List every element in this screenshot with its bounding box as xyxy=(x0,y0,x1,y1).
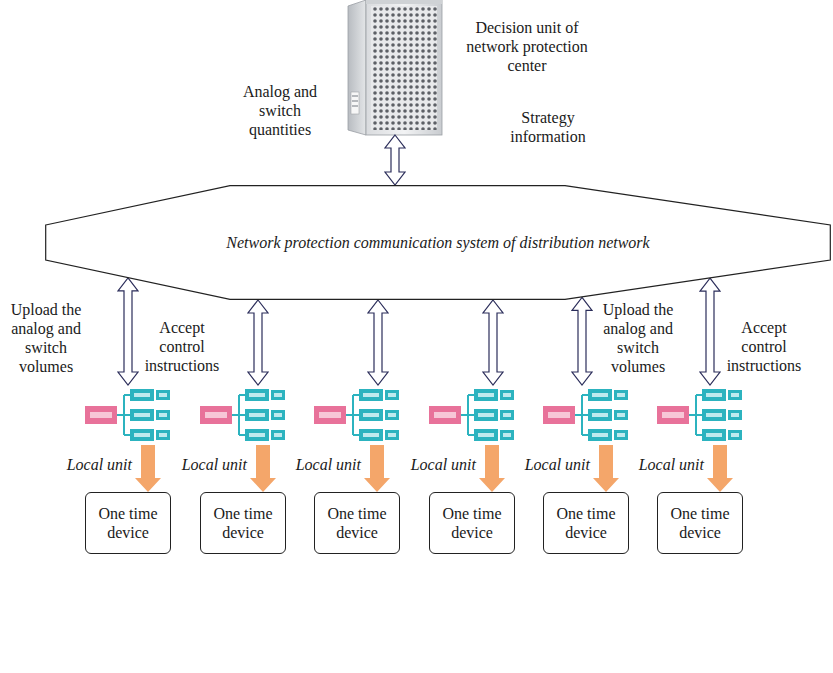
computer-tower xyxy=(348,0,442,135)
double-arrow xyxy=(700,278,720,385)
local-unit: Local unit xyxy=(656,385,744,445)
device-box: One time device xyxy=(314,492,400,554)
unit-label: Local unit xyxy=(520,455,590,474)
band-title: Network protection communication system … xyxy=(226,233,649,252)
local-unit: Local unit xyxy=(199,385,287,445)
double-arrow xyxy=(248,300,268,385)
flow-arrow xyxy=(593,445,619,492)
double-arrow xyxy=(368,300,388,385)
device-label: One time device xyxy=(207,504,279,542)
device-label: One time device xyxy=(664,504,736,542)
device-label: One time device xyxy=(92,504,164,542)
flow-note: Accept control instructions xyxy=(142,318,222,375)
local-unit: Local unit xyxy=(542,385,630,445)
device-box: One time device xyxy=(200,492,286,554)
flow-note: Analog and switch quantities xyxy=(235,82,325,139)
device-box: One time device xyxy=(657,492,743,554)
communication-band: Network protection communication system … xyxy=(45,185,831,300)
device-label: One time device xyxy=(436,504,508,542)
double-arrow xyxy=(483,300,503,385)
double-arrow xyxy=(118,278,138,385)
unit-label: Local unit xyxy=(634,455,704,474)
unit-label: Local unit xyxy=(62,455,132,474)
flow-note: Upload the analog and switch volumes xyxy=(2,300,90,376)
device-label: One time device xyxy=(321,504,393,542)
flow-arrow xyxy=(364,445,390,492)
local-unit: Local unit xyxy=(428,385,516,445)
local-unit: Local unit xyxy=(313,385,401,445)
flow-arrow xyxy=(707,445,733,492)
unit-label: Local unit xyxy=(406,455,476,474)
double-arrow xyxy=(572,297,592,385)
local-unit-icons xyxy=(85,389,742,441)
flow-arrow xyxy=(250,445,276,492)
local-unit: Local unit xyxy=(84,385,172,445)
node-heading: Decision unit of network protection cent… xyxy=(452,18,602,75)
flow-note: Accept control instructions xyxy=(722,318,806,375)
flow-note: Strategy information xyxy=(503,108,593,146)
unit-label: Local unit xyxy=(291,455,361,474)
decision-unit: Decision unit of network protection cent… xyxy=(348,0,442,135)
flow-arrow xyxy=(135,445,161,492)
device-box: One time device xyxy=(429,492,515,554)
unit-label: Local unit xyxy=(177,455,247,474)
device-box: One time device xyxy=(85,492,171,554)
double-arrow xyxy=(385,135,405,185)
device-label: One time device xyxy=(550,504,622,542)
device-box: One time device xyxy=(543,492,629,554)
flow-note: Upload the analog and switch volumes xyxy=(594,300,682,376)
flow-arrow xyxy=(479,445,505,492)
